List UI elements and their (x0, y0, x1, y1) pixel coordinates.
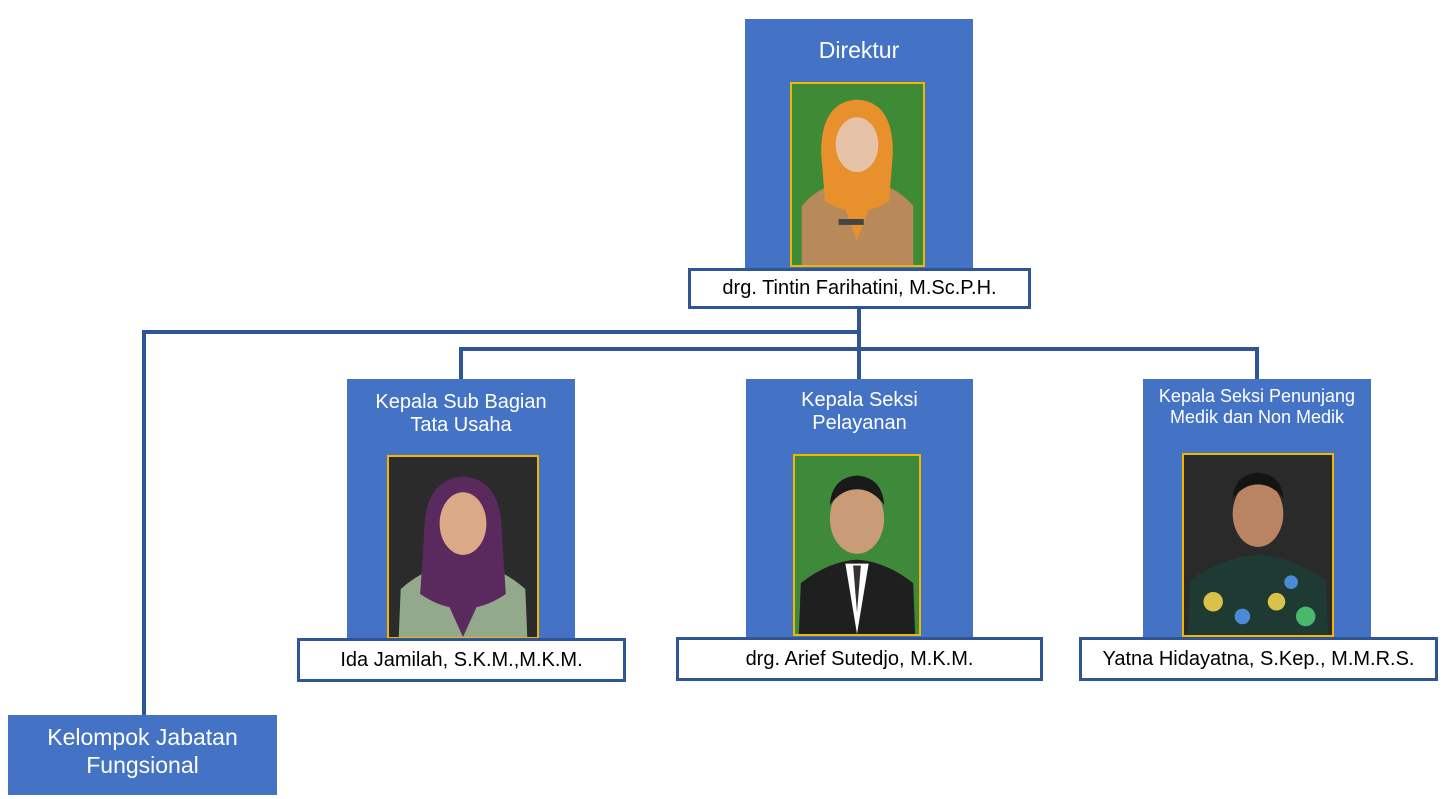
director-title: Direktur (818, 37, 900, 63)
unit-photo-penunjang (1182, 453, 1334, 637)
unit-name-pelayanan: drg. Arief Sutedjo, M.K.M. (745, 648, 974, 670)
unit-title-line1: Kepala Seksi Penunjang (1158, 386, 1356, 406)
connector-left-vertical (142, 330, 146, 715)
unit-name-penunjang: Yatna Hidayatna, S.Kep., M.M.R.S. (1102, 648, 1415, 670)
unit-title-line2: Pelayanan (812, 412, 907, 434)
connector-branch-left (459, 347, 463, 379)
director-name: drg. Tintin Farihatini, M.Sc.P.H. (722, 277, 997, 299)
unit-card-penunjang: Kepala Seksi Penunjang Medik dan Non Med… (1143, 379, 1371, 639)
connector-director-down (857, 307, 861, 379)
functional-group-line2: Fungsional (86, 751, 199, 778)
unit-title-line2: Tata Usaha (410, 414, 512, 436)
unit-title: Kepala Sub Bagian Tata Usaha (347, 391, 575, 437)
director-name-box: drg. Tintin Farihatini, M.Sc.P.H. (688, 268, 1031, 309)
functional-group-box: Kelompok Jabatan Fungsional (8, 715, 277, 795)
director-card: Direktur (745, 19, 973, 269)
unit-name-box-tata-usaha: Ida Jamilah, S.K.M.,M.K.M. (297, 638, 626, 682)
connector-branch-horizontal (459, 347, 1259, 351)
unit-title-line1: Kepala Seksi (801, 389, 918, 411)
functional-group-line1: Kelompok Jabatan (47, 724, 238, 750)
unit-photo-pelayanan (793, 454, 921, 636)
unit-title: Kepala Seksi Penunjang Medik dan Non Med… (1143, 386, 1371, 427)
unit-name-box-penunjang: Yatna Hidayatna, S.Kep., M.M.R.S. (1079, 637, 1438, 681)
connector-branch-right (1255, 347, 1259, 379)
unit-title-line1: Kepala Sub Bagian (375, 391, 547, 413)
unit-photo-tata-usaha (387, 455, 539, 639)
unit-card-tata-usaha: Kepala Sub Bagian Tata Usaha (347, 379, 575, 639)
unit-name-tata-usaha: Ida Jamilah, S.K.M.,M.K.M. (340, 649, 583, 671)
unit-card-pelayanan: Kepala Seksi Pelayanan (746, 379, 973, 639)
director-photo (790, 82, 925, 267)
connector-left-horizontal (142, 330, 861, 334)
unit-title: Kepala Seksi Pelayanan (746, 389, 973, 435)
unit-title-line2: Medik dan Non Medik (1169, 406, 1345, 427)
unit-name-box-pelayanan: drg. Arief Sutedjo, M.K.M. (676, 637, 1043, 681)
